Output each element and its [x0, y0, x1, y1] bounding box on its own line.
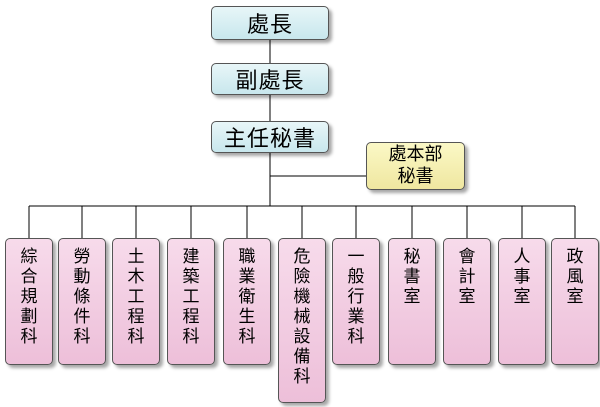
division-label: 危 險 機 械 設 備 科: [293, 247, 311, 387]
chief-secretary-label: 主任秘書: [223, 127, 316, 152]
director-box: 處長: [211, 6, 329, 40]
division-box-personnel: 人 事 室: [498, 238, 546, 365]
division-label: 職 業 衛 生 科: [238, 247, 256, 347]
deputy-director-box: 副處長: [211, 63, 329, 95]
division-label: 秘 書 室: [403, 247, 421, 307]
director-label: 處長: [246, 13, 293, 38]
division-label: 綜 合 規 劃 科: [20, 247, 38, 347]
division-label: 建 築 工 程 科: [182, 247, 200, 347]
division-box-hazardous-machinery: 危 險 機 械 設 備 科: [278, 238, 326, 403]
connector-group: [28, 40, 576, 238]
chief-secretary-box: 主任秘書: [211, 121, 329, 153]
division-box-general-industry: 一 般 行 業 科: [332, 238, 380, 365]
division-label: 人 事 室: [513, 247, 531, 307]
division-box-labor-conditions: 勞 動 條 件 科: [58, 238, 106, 365]
division-box-civil-engineering: 土 木 工 程 科: [112, 238, 160, 365]
department-secretary-label: 處本部 秘書: [388, 144, 443, 187]
division-box-planning: 綜 合 規 劃 科: [5, 238, 53, 365]
division-box-occupational-health: 職 業 衛 生 科: [223, 238, 271, 365]
department-secretary-box: 處本部 秘書: [366, 142, 465, 190]
division-label: 政 風 室: [566, 247, 584, 307]
division-label: 勞 動 條 件 科: [73, 247, 91, 347]
division-box-accounting: 會 計 室: [443, 238, 491, 365]
deputy-director-label: 副處長: [235, 69, 305, 94]
division-box-ethics: 政 風 室: [551, 238, 599, 365]
division-box-secretariat: 秘 書 室: [388, 238, 436, 365]
division-label: 會 計 室: [458, 247, 476, 307]
division-label: 一 般 行 業 科: [347, 247, 365, 347]
division-box-building-engineering: 建 築 工 程 科: [167, 238, 215, 365]
division-label: 土 木 工 程 科: [127, 247, 145, 347]
